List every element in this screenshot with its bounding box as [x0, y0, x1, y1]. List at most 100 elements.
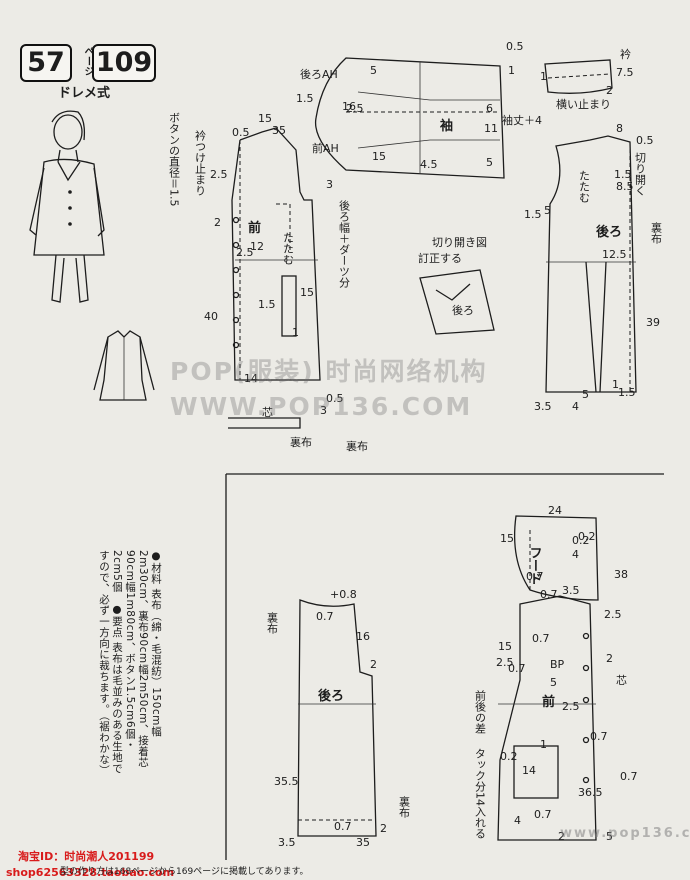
- front-back-diff-note: 前後の差: [474, 689, 487, 734]
- lining-label-hem-2: 裏布: [398, 795, 411, 819]
- diagram1-measurement: 5: [544, 204, 551, 217]
- diagram2-measurement: 24: [548, 504, 562, 517]
- collar-end-note: 横い止まり: [556, 97, 611, 111]
- diagram2-measurement: 0.7: [590, 730, 608, 743]
- diagram1-measurement: 2: [606, 84, 613, 97]
- diagram1-measurements: 0.515352.523122.540141.51510.5351.52.516…: [204, 40, 660, 417]
- footer-note: 型の作り方は168ページから169ページに掲載してあります。: [60, 867, 309, 877]
- diagram2-measurement: 0.7: [534, 808, 552, 821]
- diagram1-measurement: 0.5: [636, 134, 654, 147]
- diagram2-measurement: 3.5: [562, 584, 580, 597]
- hooded-front-pattern: [497, 595, 597, 841]
- materials-notes: ●材料 表布（綿・毛混紡）150cm幅2m30cm、裏布90cm幅2m50cm、…: [98, 550, 162, 776]
- lining-label-front: 裏布: [290, 435, 312, 449]
- back-label-2: 後ろ: [318, 688, 344, 704]
- diagram2-measurement: +0.8: [330, 588, 357, 601]
- diagram1-measurement: 35: [272, 124, 286, 137]
- diagram1-measurement: 8.5: [616, 180, 634, 193]
- hood-label: フード: [527, 546, 542, 585]
- lining-label-back: 裏布: [650, 221, 663, 245]
- diagram1-measurement: 1: [508, 64, 515, 77]
- fold-label: たたむ: [282, 232, 295, 265]
- collar-stop-note: 衿つけ止まり: [194, 129, 207, 196]
- front-label: 前: [248, 220, 261, 236]
- diagram1-measurement: 15: [300, 286, 314, 299]
- diagram2-measurement: 36.5: [578, 786, 603, 799]
- facing-label: 芯: [262, 405, 273, 419]
- diagram2-measurement: 0.7: [620, 770, 638, 783]
- diagram1-measurement: 12: [250, 240, 264, 253]
- diagram2-measurement: 2.5: [496, 656, 514, 669]
- diagram2-measurement: 0.7: [316, 610, 334, 623]
- front-bodice-pattern: [228, 127, 321, 429]
- back-width-note: 後ろ幅＋ダーツ分: [338, 199, 351, 288]
- diagram2-measurement: 5: [606, 830, 613, 843]
- flat-sketch: [93, 330, 155, 401]
- diagram2-measurement: 2: [370, 658, 377, 671]
- sleeve-length-note: 袖丈＋4: [502, 113, 542, 127]
- front-armhole-label: 前AH: [312, 141, 339, 155]
- diagram1-measurement: 1.5: [258, 298, 276, 311]
- diagram1-measurement: 0.5: [232, 126, 250, 139]
- diagram1-measurement: 14: [244, 372, 258, 385]
- diagram1-measurement: 16: [342, 100, 356, 113]
- diagram2-measurement: 1: [540, 738, 547, 751]
- diagram1-measurement: 2.5: [236, 246, 254, 259]
- diagram1-measurement: 2.5: [210, 168, 228, 181]
- diagram2-measurement: 2.5: [604, 608, 622, 621]
- button-diameter-note: ボタンの直径＝1.5: [168, 112, 181, 207]
- diagram1-measurement: 2: [214, 216, 221, 229]
- model-illustration: [29, 110, 105, 303]
- diagram2-measurement: 4: [514, 814, 521, 827]
- diagram1-measurement: 1: [612, 378, 619, 391]
- diagram2-measurement: 2: [606, 652, 613, 665]
- diagram2-measurement: 2.5: [562, 700, 580, 713]
- watermark-text-3: www.pop136.com: [560, 826, 690, 841]
- diagram1-measurement: 40: [204, 310, 218, 323]
- diagram1-measurement: 8: [616, 122, 623, 135]
- diagram1-measurement: 1.5: [618, 386, 636, 399]
- diagram1-measurement: 3.5: [534, 400, 552, 413]
- diagram1-measurement: 0.5: [326, 392, 344, 405]
- back-bodice-label: 後ろ: [596, 224, 622, 240]
- hooded-back-pattern: [297, 599, 377, 837]
- sleeve-label: 袖: [440, 118, 453, 134]
- diagram1-measurement: 5: [486, 156, 493, 169]
- diagram2-measurement: 14: [522, 764, 536, 777]
- diagram2-measurement: 0.2: [500, 750, 518, 763]
- page-badge: 57 ページ 109 ドレメ式: [20, 44, 156, 101]
- diagram1-measurement: 1: [540, 70, 547, 83]
- diagram2-measurement: 35: [356, 836, 370, 849]
- cut-open-label: 切り開き図: [432, 236, 487, 249]
- lining-label-hem: 裏布: [346, 439, 368, 453]
- diagram2-measurement: 0.2: [578, 530, 596, 543]
- diagram2-measurement: 5: [550, 676, 557, 689]
- diagram1-measurement: 4: [572, 400, 579, 413]
- diagram1-measurement: 5: [370, 64, 377, 77]
- diagram2-measurement: 4: [572, 548, 579, 561]
- lining-label-2: 裏布: [266, 611, 279, 635]
- diagram2-measurement: 15: [500, 532, 514, 545]
- diagram2-measurement: 0.7: [540, 588, 558, 601]
- diagram2-measurement: 0.7: [334, 820, 352, 833]
- diagram1-measurement: 3: [320, 404, 327, 417]
- cut-back-label: 後ろ: [452, 303, 474, 317]
- back-bodice-pattern: [545, 135, 637, 393]
- diagram1-measurement: 15: [372, 150, 386, 163]
- watermark-text-1: POP(服装) 时尚网络机构: [170, 357, 488, 386]
- diagram1-measurement: 2.5: [346, 102, 364, 115]
- front-label-2: 前: [542, 694, 555, 710]
- collar-pattern: [544, 59, 613, 94]
- diagram2-measurement: 35.5: [274, 775, 299, 788]
- sleeve-pattern: [314, 57, 505, 179]
- diagram1-measurement: 6: [486, 102, 493, 115]
- page-number-main: 109: [92, 44, 156, 82]
- diagram1-measurement: 15: [258, 112, 272, 125]
- diagram2-measurement: 0.7: [508, 662, 526, 675]
- watermark-text-2: WWW.POP136.COM: [170, 392, 473, 421]
- diagram1-measurement: 1: [292, 326, 299, 339]
- fold-label-back: たたむ: [578, 170, 591, 203]
- hood-pattern: [513, 515, 599, 601]
